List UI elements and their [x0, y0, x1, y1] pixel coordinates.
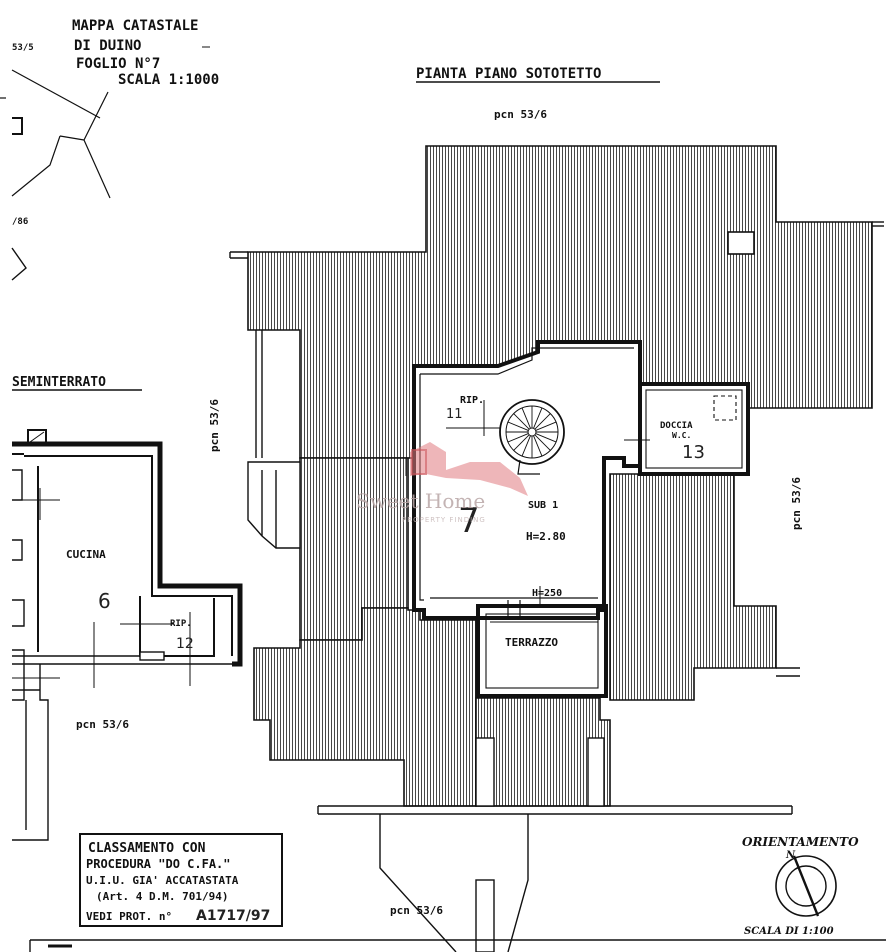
neighbor-left: pcn 53/6: [208, 399, 221, 452]
stair-tread: [507, 421, 529, 431]
rip-left-label: RIP.: [170, 619, 192, 629]
cucina-number: 6: [98, 589, 111, 613]
height-label-2: H=250: [532, 588, 562, 599]
orientation-title: ORIENTAMENTO: [742, 835, 859, 849]
stair-tread: [513, 434, 530, 451]
stair-tread: [534, 413, 551, 430]
bottom-roof-extension: [379, 814, 529, 952]
stair-tread: [533, 435, 543, 457]
roof-details: [475, 737, 605, 807]
sweet-home-watermark: Sweet Home PROPERTY FINDING: [356, 442, 528, 524]
neighbor-right: pcn 53/6: [790, 477, 803, 530]
side-dormer: [247, 461, 301, 549]
terrace: [476, 604, 608, 698]
header-line-1: MAPPA CATASTALE: [72, 18, 198, 34]
cadastral-map-fragment: [0, 69, 111, 281]
sub-label: SUB 1: [528, 500, 558, 511]
header-line-3: FOGLIO N°7: [76, 56, 160, 72]
compass-north-label: N: [785, 850, 796, 861]
left-plan-title: SEMINTERRATO: [12, 375, 106, 390]
header-line-2: DI DUINO: [74, 38, 141, 54]
stamp-line-5: VEDI PROT. n°: [86, 910, 172, 923]
shower-room: [624, 382, 750, 476]
classification-stamp: CLASSAMENTO CON PROCEDURA "DO C.FA." U.I…: [79, 833, 283, 927]
rip-top-number: 11: [446, 407, 463, 422]
stamp-line-3: U.I.U. GIA' ACCATASTATA: [86, 874, 239, 887]
compass-outer-ring: [775, 855, 837, 917]
rip-left-number: 12: [176, 636, 194, 652]
watermark-name: Sweet Home: [356, 489, 485, 513]
room-labels: RIP. 11 DOCCIA W.C. 13 SUB 1 7 H=2.80 H=…: [66, 395, 705, 652]
height-label-1: H=2.80: [526, 530, 566, 543]
map-header: MAPPA CATASTALE DI DUINO FOGLIO N°7 SCAL…: [72, 18, 219, 88]
spiral-staircase: [499, 399, 565, 475]
stair-tread: [535, 421, 557, 431]
dimension-lines: [403, 400, 541, 604]
roof-slopes: [247, 145, 873, 807]
stamp-line-2: PROCEDURA "DO C.FA.": [86, 857, 231, 871]
map-parcel-label-a: 53/5: [12, 43, 34, 53]
stair-tread: [513, 413, 530, 430]
terrazzo-label: TERRAZZO: [505, 636, 558, 649]
stair-tread: [507, 433, 529, 443]
eave-lines: [229, 221, 884, 815]
neighbor-bottom: pcn 53/6: [390, 904, 443, 917]
stamp-line-4: (Art. 4 D.M. 701/94): [96, 890, 228, 903]
cucina-label: CUCINA: [66, 548, 106, 561]
neighbor-bottom-left: pcn 53/6: [76, 718, 129, 731]
attic-unit-walls: [412, 340, 642, 620]
doccia-label: DOCCIA: [660, 421, 693, 431]
neighbor-top: pcn 53/6: [494, 108, 547, 121]
stamp-line-1: CLASSAMENTO CON: [88, 841, 206, 856]
stair-tread: [534, 434, 551, 451]
watermark-logo-icon: [410, 442, 528, 496]
orientation: ORIENTAMENTO N SCALA DI 1:100: [742, 835, 859, 937]
stair-tread: [521, 407, 531, 429]
stair-tread: [533, 407, 543, 429]
plan-scale: SCALA DI 1:100: [744, 926, 834, 937]
stair-tread: [521, 435, 531, 457]
doccia-number: 13: [682, 442, 705, 463]
wc-label: W.C.: [672, 431, 691, 440]
header-line-4: SCALA 1:1000: [118, 72, 219, 88]
basement-left-edge: [12, 469, 49, 841]
compass-inner-ring: [785, 865, 827, 907]
sub-number: 7: [458, 501, 480, 541]
rip-top-label: RIP.: [460, 395, 484, 406]
map-parcel-label-b: /86: [12, 217, 28, 227]
stamp-protocol-number: A1717/97: [196, 908, 270, 924]
watermark-subtitle: PROPERTY FINDING: [402, 516, 486, 524]
basement-walls: [12, 429, 243, 688]
neighbor-labels: pcn 53/6 pcn 53/6 pcn 53/6 pcn 53/6 pcn …: [76, 108, 803, 917]
stair-tread: [535, 433, 557, 443]
compass-needle: [792, 855, 820, 917]
plan-title: PIANTA PIANO SOTOTETTO: [416, 66, 601, 82]
